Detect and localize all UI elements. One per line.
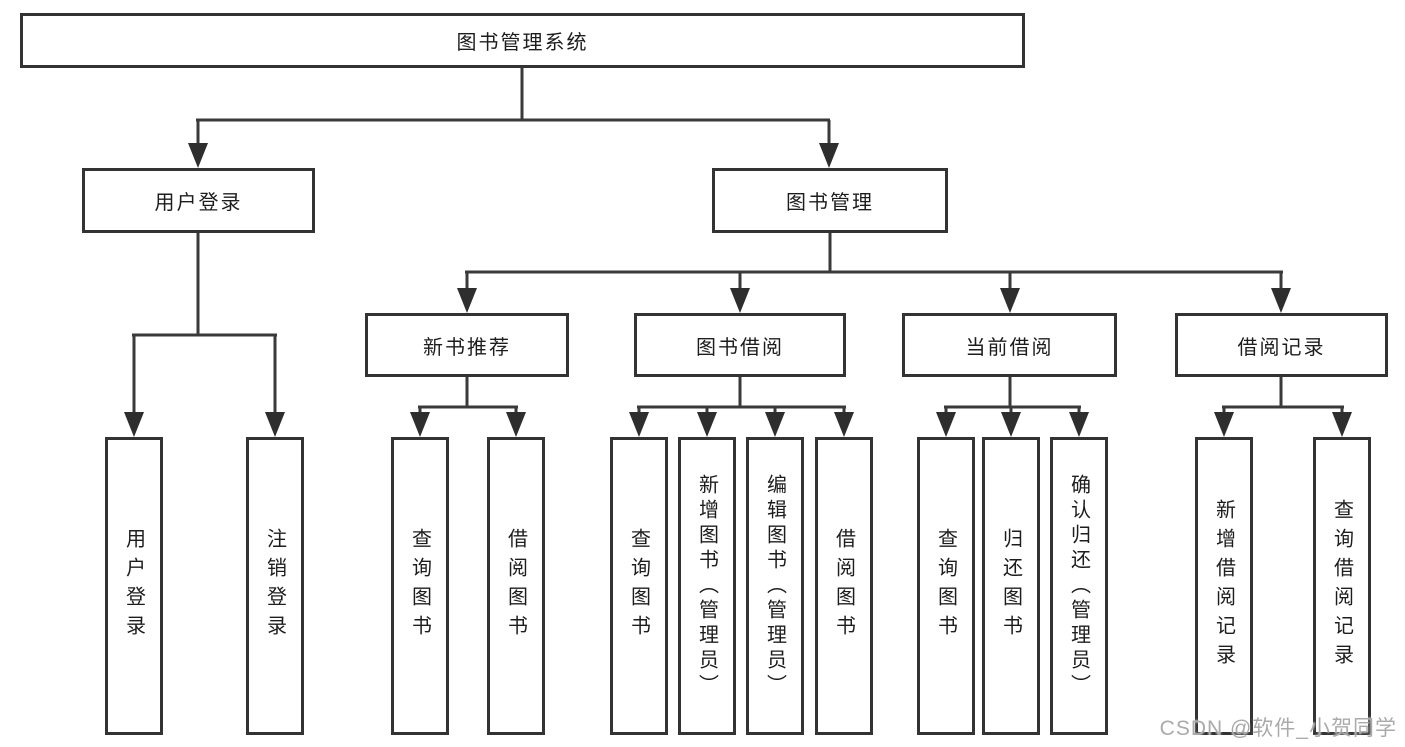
leaf-return-books: 归还图书: [982, 437, 1040, 735]
leaf-logout: 注销登录: [246, 437, 304, 735]
leaf-recommend-borrow-books-label: 借阅图书: [504, 528, 527, 644]
node-current-borrowing: 当前借阅: [902, 313, 1117, 377]
leaf-add-book-admin: 新增图书（管理员）: [678, 437, 736, 735]
leaf-user-login: 用户登录: [105, 437, 163, 735]
node-book-management: 图书管理: [712, 168, 948, 233]
node-book-management-label: 图书管理: [786, 192, 874, 214]
node-book-borrowing-label: 图书借阅: [696, 336, 784, 359]
csdn-watermark: CSDN @软件_小贺同学: [1159, 717, 1397, 740]
node-new-book-recommend: 新书推荐: [365, 313, 569, 377]
leaf-borrowing-query-books-label: 查询图书: [627, 528, 650, 644]
node-user-login: 用户登录: [82, 168, 315, 233]
leaf-edit-book-admin: 编辑图书（管理员）: [746, 437, 804, 735]
leaf-confirm-return-admin: 确认归还（管理员）: [1050, 437, 1108, 735]
leaf-recommend-borrow-books: 借阅图书: [487, 437, 545, 735]
leaf-borrowing-borrow-books-label: 借阅图书: [832, 528, 855, 644]
leaf-recommend-query-books-label: 查询图书: [408, 528, 431, 644]
leaf-borrowing-borrow-books: 借阅图书: [815, 437, 873, 735]
leaf-logout-label: 注销登录: [263, 528, 286, 644]
leaf-add-borrow-record: 新增借阅记录: [1195, 437, 1253, 735]
leaf-borrowing-query-books: 查询图书: [610, 437, 668, 735]
leaf-current-query-books-label: 查询图书: [934, 528, 957, 644]
leaf-add-book-admin-label: 新增图书（管理员）: [695, 473, 718, 699]
node-root-label: 图书管理系统: [456, 32, 589, 54]
leaf-current-query-books: 查询图书: [917, 437, 975, 735]
leaf-query-borrow-record: 查询借阅记录: [1313, 437, 1371, 735]
leaf-return-books-label: 归还图书: [999, 528, 1022, 644]
node-root: 图书管理系统: [20, 13, 1025, 68]
node-current-borrowing-label: 当前借阅: [965, 336, 1054, 359]
leaf-add-borrow-record-label: 新增借阅记录: [1212, 499, 1235, 673]
leaf-query-borrow-record-label: 查询借阅记录: [1330, 499, 1353, 673]
node-book-borrowing: 图书借阅: [634, 313, 846, 377]
node-borrowing-records: 借阅记录: [1175, 313, 1388, 377]
node-user-login-label: 用户登录: [154, 192, 243, 214]
node-new-book-recommend-label: 新书推荐: [423, 336, 511, 359]
leaf-user-login-label: 用户登录: [122, 528, 145, 644]
node-borrowing-records-label: 借阅记录: [1237, 336, 1326, 359]
leaf-confirm-return-admin-label: 确认归还（管理员）: [1067, 473, 1090, 699]
leaf-edit-book-admin-label: 编辑图书（管理员）: [763, 473, 786, 699]
leaf-recommend-query-books: 查询图书: [391, 437, 449, 735]
